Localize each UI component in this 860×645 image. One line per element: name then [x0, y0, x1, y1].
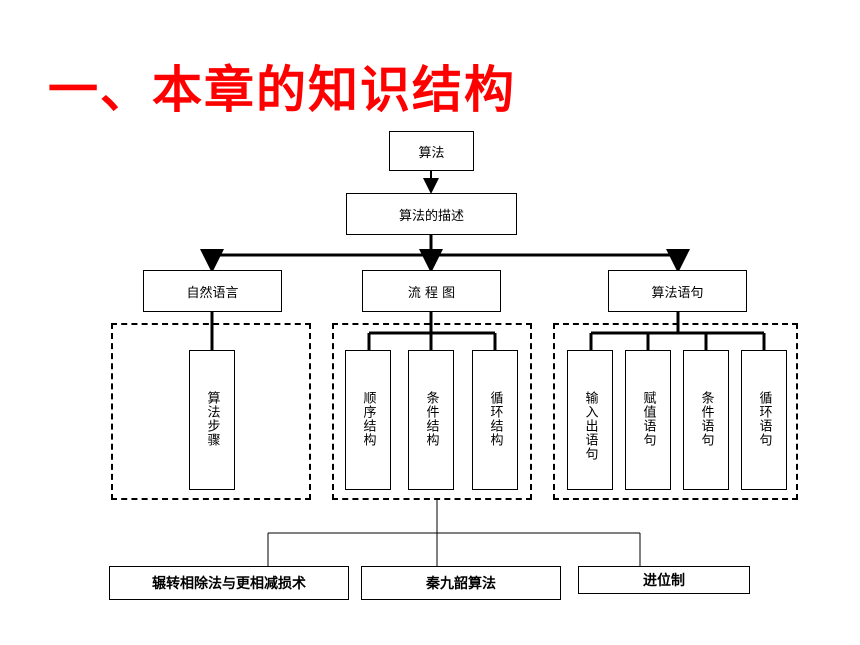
flowchart-group: [332, 323, 532, 500]
node-loop-statement: 循环语句: [741, 350, 787, 490]
node-condition-statement-label: 条件语句: [698, 391, 714, 447]
node-assignment-statement-label: 赋值语句: [640, 391, 656, 447]
node-algorithm-statements: 算法语句: [608, 270, 747, 312]
node-loop-statement-label: 循环语句: [756, 391, 772, 447]
node-natural-language: 自然语言: [143, 270, 282, 312]
node-algorithm-steps-label: 算法步骤: [204, 391, 220, 447]
node-sequence-structure-label: 顺序结构: [360, 391, 376, 447]
node-loop-structure: 循环结构: [472, 350, 518, 490]
statements-group: [553, 323, 798, 500]
node-condition-structure-label: 条件结构: [423, 391, 439, 447]
node-number-base: 进位制: [578, 566, 750, 594]
natural-language-group: [111, 323, 311, 500]
page-title: 一、本章的知识结构: [48, 61, 516, 119]
node-qin-jiushao-algorithm: 秦九韶算法: [361, 566, 561, 600]
node-algorithm-steps: 算法步骤: [189, 350, 235, 490]
node-flowchart: 流 程 图: [362, 270, 501, 312]
node-euclidean-algorithm: 辗转相除法与更相减损术: [109, 566, 349, 600]
node-algorithm-description: 算法的描述: [346, 193, 517, 235]
node-assignment-statement: 赋值语句: [625, 350, 671, 490]
node-io-statement: 输入出语句: [567, 350, 613, 490]
node-condition-structure: 条件结构: [408, 350, 454, 490]
node-algorithm: 算法: [389, 131, 474, 171]
node-sequence-structure: 顺序结构: [345, 350, 391, 490]
node-condition-statement: 条件语句: [683, 350, 729, 490]
node-loop-structure-label: 循环结构: [487, 391, 503, 447]
node-io-statement-label: 输入出语句: [582, 391, 598, 461]
